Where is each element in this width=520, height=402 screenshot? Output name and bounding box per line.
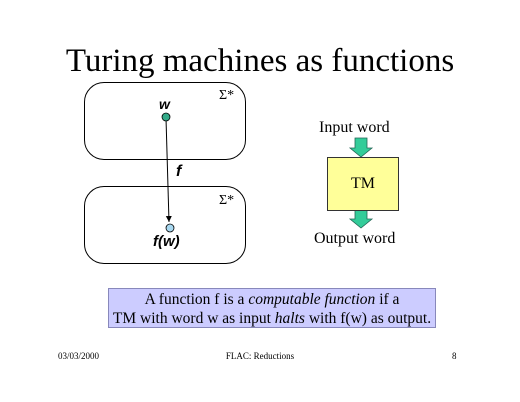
tm-input-label: Input word bbox=[319, 119, 390, 136]
definition-caption: A function f is a computable function if… bbox=[108, 288, 436, 328]
caption-line-2: TM with word w as input halts with f(w) … bbox=[112, 310, 432, 327]
domain-box-output bbox=[84, 186, 246, 264]
caption-line-1: A function f is a computable function if… bbox=[144, 291, 400, 308]
turing-machine-label: TM bbox=[351, 175, 375, 192]
tm-output-label: Output word bbox=[314, 230, 396, 247]
slide-title: Turing machines as functions bbox=[65, 43, 455, 79]
mapping-arrow bbox=[165, 117, 172, 223]
output-element-label: f(w) bbox=[153, 233, 180, 250]
input-down-arrow bbox=[348, 137, 374, 158]
sigma-star-label-top: Σ* bbox=[219, 88, 235, 103]
computable-function-term: computable function bbox=[248, 291, 376, 308]
output-down-arrow bbox=[348, 208, 374, 229]
footer-course: FLAC: Reductions bbox=[225, 351, 295, 361]
output-element-dot bbox=[165, 223, 175, 233]
footer-page-number: 8 bbox=[452, 351, 457, 361]
function-label: f bbox=[176, 163, 182, 180]
turing-machine-box: TM bbox=[327, 157, 399, 211]
footer-date: 03/03/2000 bbox=[58, 351, 100, 361]
halts-term: halts bbox=[274, 310, 305, 327]
input-element-dot bbox=[161, 112, 171, 122]
input-element-label: w bbox=[159, 96, 170, 112]
sigma-star-label-bottom: Σ* bbox=[219, 193, 235, 208]
